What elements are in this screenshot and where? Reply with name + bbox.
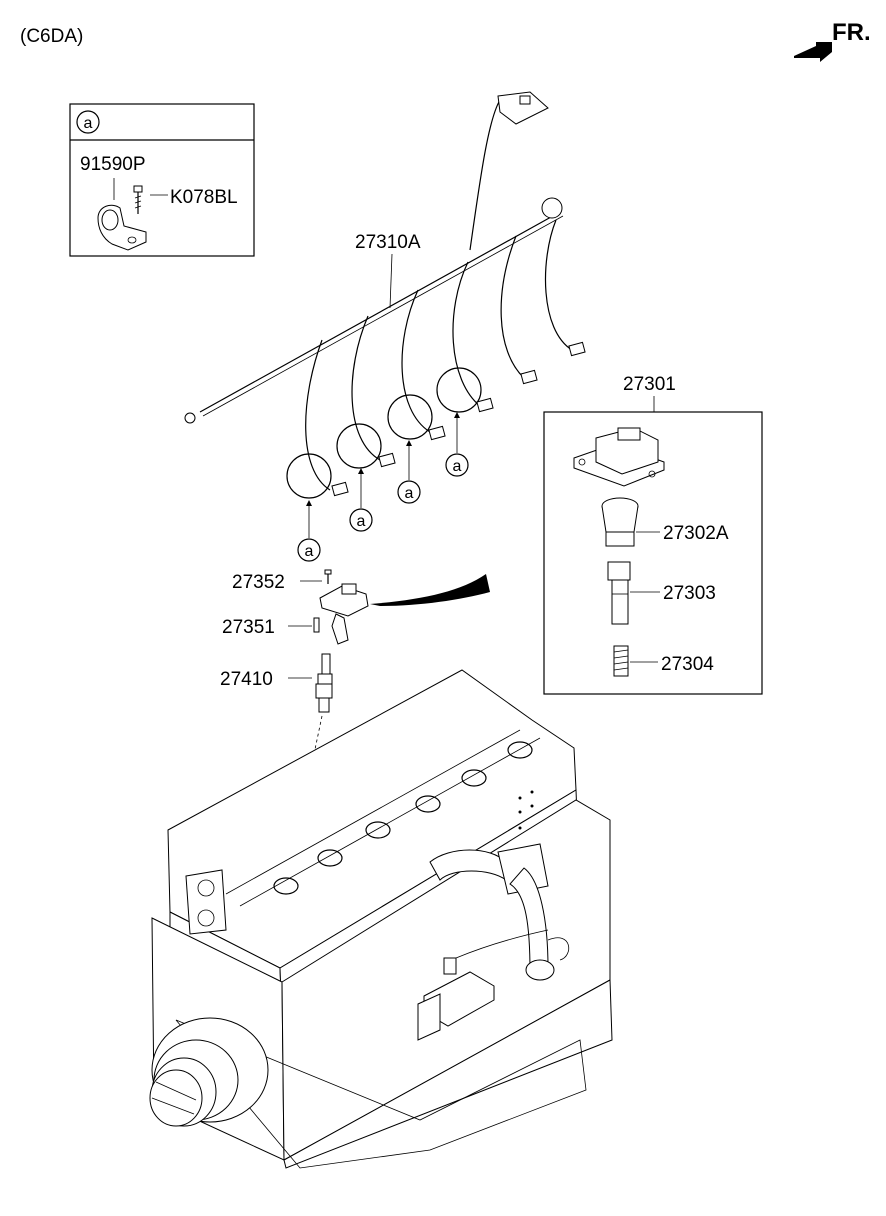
label-clamp: 91590P [80, 154, 146, 175]
knock-sensor-icon [417, 929, 549, 1041]
spring-holder-icon [607, 561, 631, 625]
ignition-coil-icon [573, 427, 665, 487]
label-coil-boot: 27302A [663, 523, 729, 544]
callout-letter: a [357, 513, 366, 530]
callout-circle [349, 508, 373, 532]
label-coil-spring: 27304 [661, 654, 714, 675]
label-sensor-bolt: 27352 [232, 572, 285, 593]
detail-ref-circle [76, 110, 100, 134]
callout-group: a a a a [297, 412, 469, 562]
coil-spring-icon [613, 645, 629, 677]
spark-plug-icon [315, 653, 333, 713]
label-sensor-pin: 27351 [222, 617, 275, 638]
callout-circle [445, 453, 469, 477]
crank-pulley-icon [149, 1017, 269, 1127]
coil-assembly-box: 27301 27302A 27303 [543, 374, 763, 695]
callout-letter: a [405, 485, 414, 502]
front-arrow-icon [794, 42, 832, 62]
model-code: (C6DA) [20, 26, 83, 47]
label-coil-assembly: 27301 [623, 374, 676, 395]
clamp-icon [97, 178, 147, 251]
wiring-harness: 27310A [184, 91, 586, 499]
callout-circle [397, 480, 421, 504]
label-spark-plug: 27410 [220, 669, 273, 690]
callout-letter: a [305, 543, 314, 560]
callout-letter: a [453, 458, 462, 475]
coil-boot-icon [601, 497, 639, 547]
engine-block [149, 669, 613, 1169]
label-spring-holder: 27303 [663, 583, 716, 604]
detail-ref-letter: a [84, 115, 93, 132]
detail-box: a 91590P K078BL [69, 103, 255, 257]
bolt-icon [133, 185, 168, 214]
direction-label: FR. [832, 19, 871, 46]
coolant-pipe-icon [429, 843, 570, 981]
label-harness: 27310A [355, 232, 421, 253]
sensor-group: 27352 27351 [222, 569, 490, 645]
callout-circle [297, 538, 321, 562]
label-bolt: K078BL [170, 187, 238, 208]
harness-main-connector-icon [497, 91, 549, 125]
spark-plug-group: 27410 [220, 653, 333, 879]
ground-terminal-icon [184, 412, 196, 424]
